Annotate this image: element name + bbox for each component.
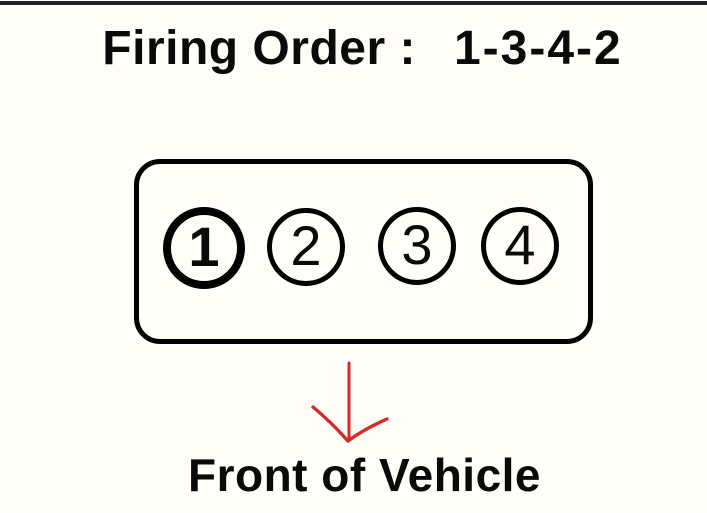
arrow-head-left-stroke [311,405,350,443]
cylinder-bank-outline: 1 2 3 4 [134,159,593,344]
front-direction-arrow-icon [311,361,389,443]
cylinder-2-number: 2 [290,214,322,277]
cylinder-circle-3: 3 [378,207,456,285]
cylinder-circle-4: 4 [481,207,559,285]
cylinder-3-number: 3 [401,213,433,276]
top-border-line [0,1,707,5]
firing-order-sequence: 1-3-4-2 [453,22,623,75]
cylinder-4-number: 4 [504,213,536,276]
cylinder-circle-2: 2 [267,208,345,286]
arrow-head-right-stroke [346,417,389,443]
firing-order-label: Firing Order : [102,22,416,75]
front-of-vehicle-caption: Front of Vehicle [187,449,542,501]
cylinder-1-number: 1 [188,215,220,278]
cylinder-circle-1: 1 [163,207,245,289]
page-title: Firing Order : 1-3-4-2 [9,24,707,74]
